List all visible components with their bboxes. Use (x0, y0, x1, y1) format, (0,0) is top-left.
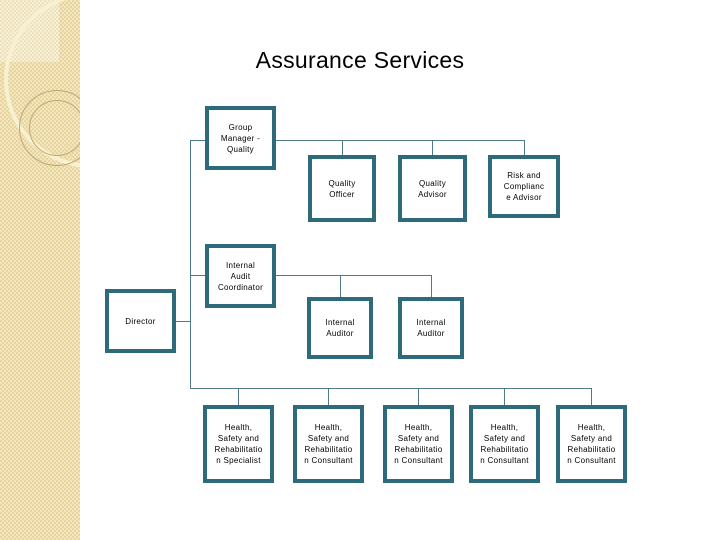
connector-line (176, 321, 190, 322)
org-box-risk-and-compliance-advisor: Risk and Complianc e Advisor (488, 155, 560, 218)
slide-title: Assurance Services (255, 47, 465, 73)
decorative-ring-inner (29, 100, 80, 156)
connector-line (238, 388, 239, 405)
decorative-sidebar (0, 0, 80, 540)
org-box-internal-audit-coordinator: Internal Audit Coordinator (205, 244, 276, 308)
connector-line (190, 388, 592, 389)
connector-line (190, 140, 191, 389)
connector-line (524, 140, 525, 155)
org-box-internal-auditor-1: Internal Auditor (307, 297, 373, 359)
connector-line (418, 388, 419, 405)
connector-line (504, 388, 505, 405)
connector-line (328, 388, 329, 405)
org-box-hsr-consultant-3: Health, Safety and Rehabilitatio n Consu… (469, 405, 540, 483)
org-box-director: Director (105, 289, 176, 353)
connector-line (591, 388, 592, 405)
connector-line (190, 275, 205, 276)
org-box-hsr-consultant-4: Health, Safety and Rehabilitatio n Consu… (556, 405, 627, 483)
connector-line (432, 140, 433, 155)
connector-line (190, 140, 205, 141)
connector-line (275, 140, 524, 141)
org-box-hsr-consultant-2: Health, Safety and Rehabilitatio n Consu… (383, 405, 454, 483)
org-box-quality-officer: Quality Officer (308, 155, 376, 222)
org-box-quality-advisor: Quality Advisor (398, 155, 467, 222)
connector-line (431, 275, 432, 297)
org-box-internal-auditor-2: Internal Auditor (398, 297, 464, 359)
org-box-group-manager-quality: Group Manager - Quality (205, 106, 276, 170)
org-box-hsr-consultant-1: Health, Safety and Rehabilitatio n Consu… (293, 405, 364, 483)
org-box-hsr-specialist: Health, Safety and Rehabilitatio n Speci… (203, 405, 274, 483)
connector-line (340, 275, 341, 297)
connector-line (342, 140, 343, 155)
connector-line (276, 275, 431, 276)
